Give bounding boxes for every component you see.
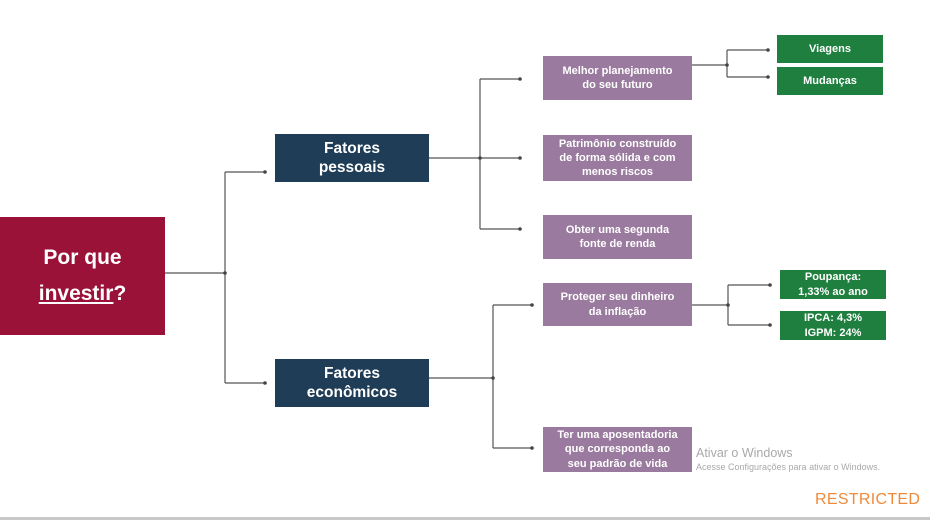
node-ipca-igpm-label: IPCA: 4,3% IGPM: 24% xyxy=(803,312,863,339)
bottom-divider xyxy=(0,517,930,520)
root-node-por-que-investir: Por que investir? xyxy=(0,217,165,335)
node-poupanca: Poupança: 1,33% ao ano xyxy=(780,270,886,299)
windows-activation-watermark-title: Ativar o Windows xyxy=(696,446,793,460)
node-patrimonio-construido-label: Patrimônio construído de forma sólida e … xyxy=(558,137,677,179)
node-aposentadoria-label: Ter uma aposentadoria que corresponda ao… xyxy=(557,429,678,470)
node-fatores-economicos: Fatores econômicos xyxy=(275,359,429,407)
node-mudancas-label: Mudanças xyxy=(803,74,857,87)
root-line-2: investir? xyxy=(39,276,127,312)
node-melhor-planejamento: Melhor planejamento do seu futuro xyxy=(543,56,692,100)
node-fatores-economicos-label: Fatores econômicos xyxy=(306,364,398,401)
node-aposentadoria: Ter uma aposentadoria que corresponda ao… xyxy=(543,427,692,472)
root-line-1: Por que xyxy=(43,246,122,270)
node-melhor-planejamento-label: Melhor planejamento do seu futuro xyxy=(562,64,673,91)
node-proteger-dinheiro: Proteger seu dinheiro da inflação xyxy=(543,283,692,326)
root-line-2-suffix: ? xyxy=(113,282,127,305)
node-mudancas: Mudanças xyxy=(777,67,883,95)
node-viagens: Viagens xyxy=(777,35,883,63)
node-viagens-label: Viagens xyxy=(809,42,851,55)
node-patrimonio-construido: Patrimônio construído de forma sólida e … xyxy=(543,135,692,181)
root-underlined-word: investir xyxy=(38,282,114,305)
node-fatores-pessoais: Fatores pessoais xyxy=(275,134,429,182)
node-segunda-fonte-de-renda-label: Obter uma segunda fonte de renda xyxy=(565,223,670,250)
node-poupanca-label: Poupança: 1,33% ao ano xyxy=(798,271,868,298)
node-ipca-igpm: IPCA: 4,3% IGPM: 24% xyxy=(780,311,886,340)
restricted-label: RESTRICTED xyxy=(815,491,921,508)
node-fatores-pessoais-label: Fatores pessoais xyxy=(318,139,386,176)
node-segunda-fonte-de-renda: Obter uma segunda fonte de renda xyxy=(543,215,692,259)
node-proteger-dinheiro-label: Proteger seu dinheiro da inflação xyxy=(560,291,675,318)
windows-activation-watermark-subtitle: Acesse Configurações para ativar o Windo… xyxy=(696,462,881,472)
